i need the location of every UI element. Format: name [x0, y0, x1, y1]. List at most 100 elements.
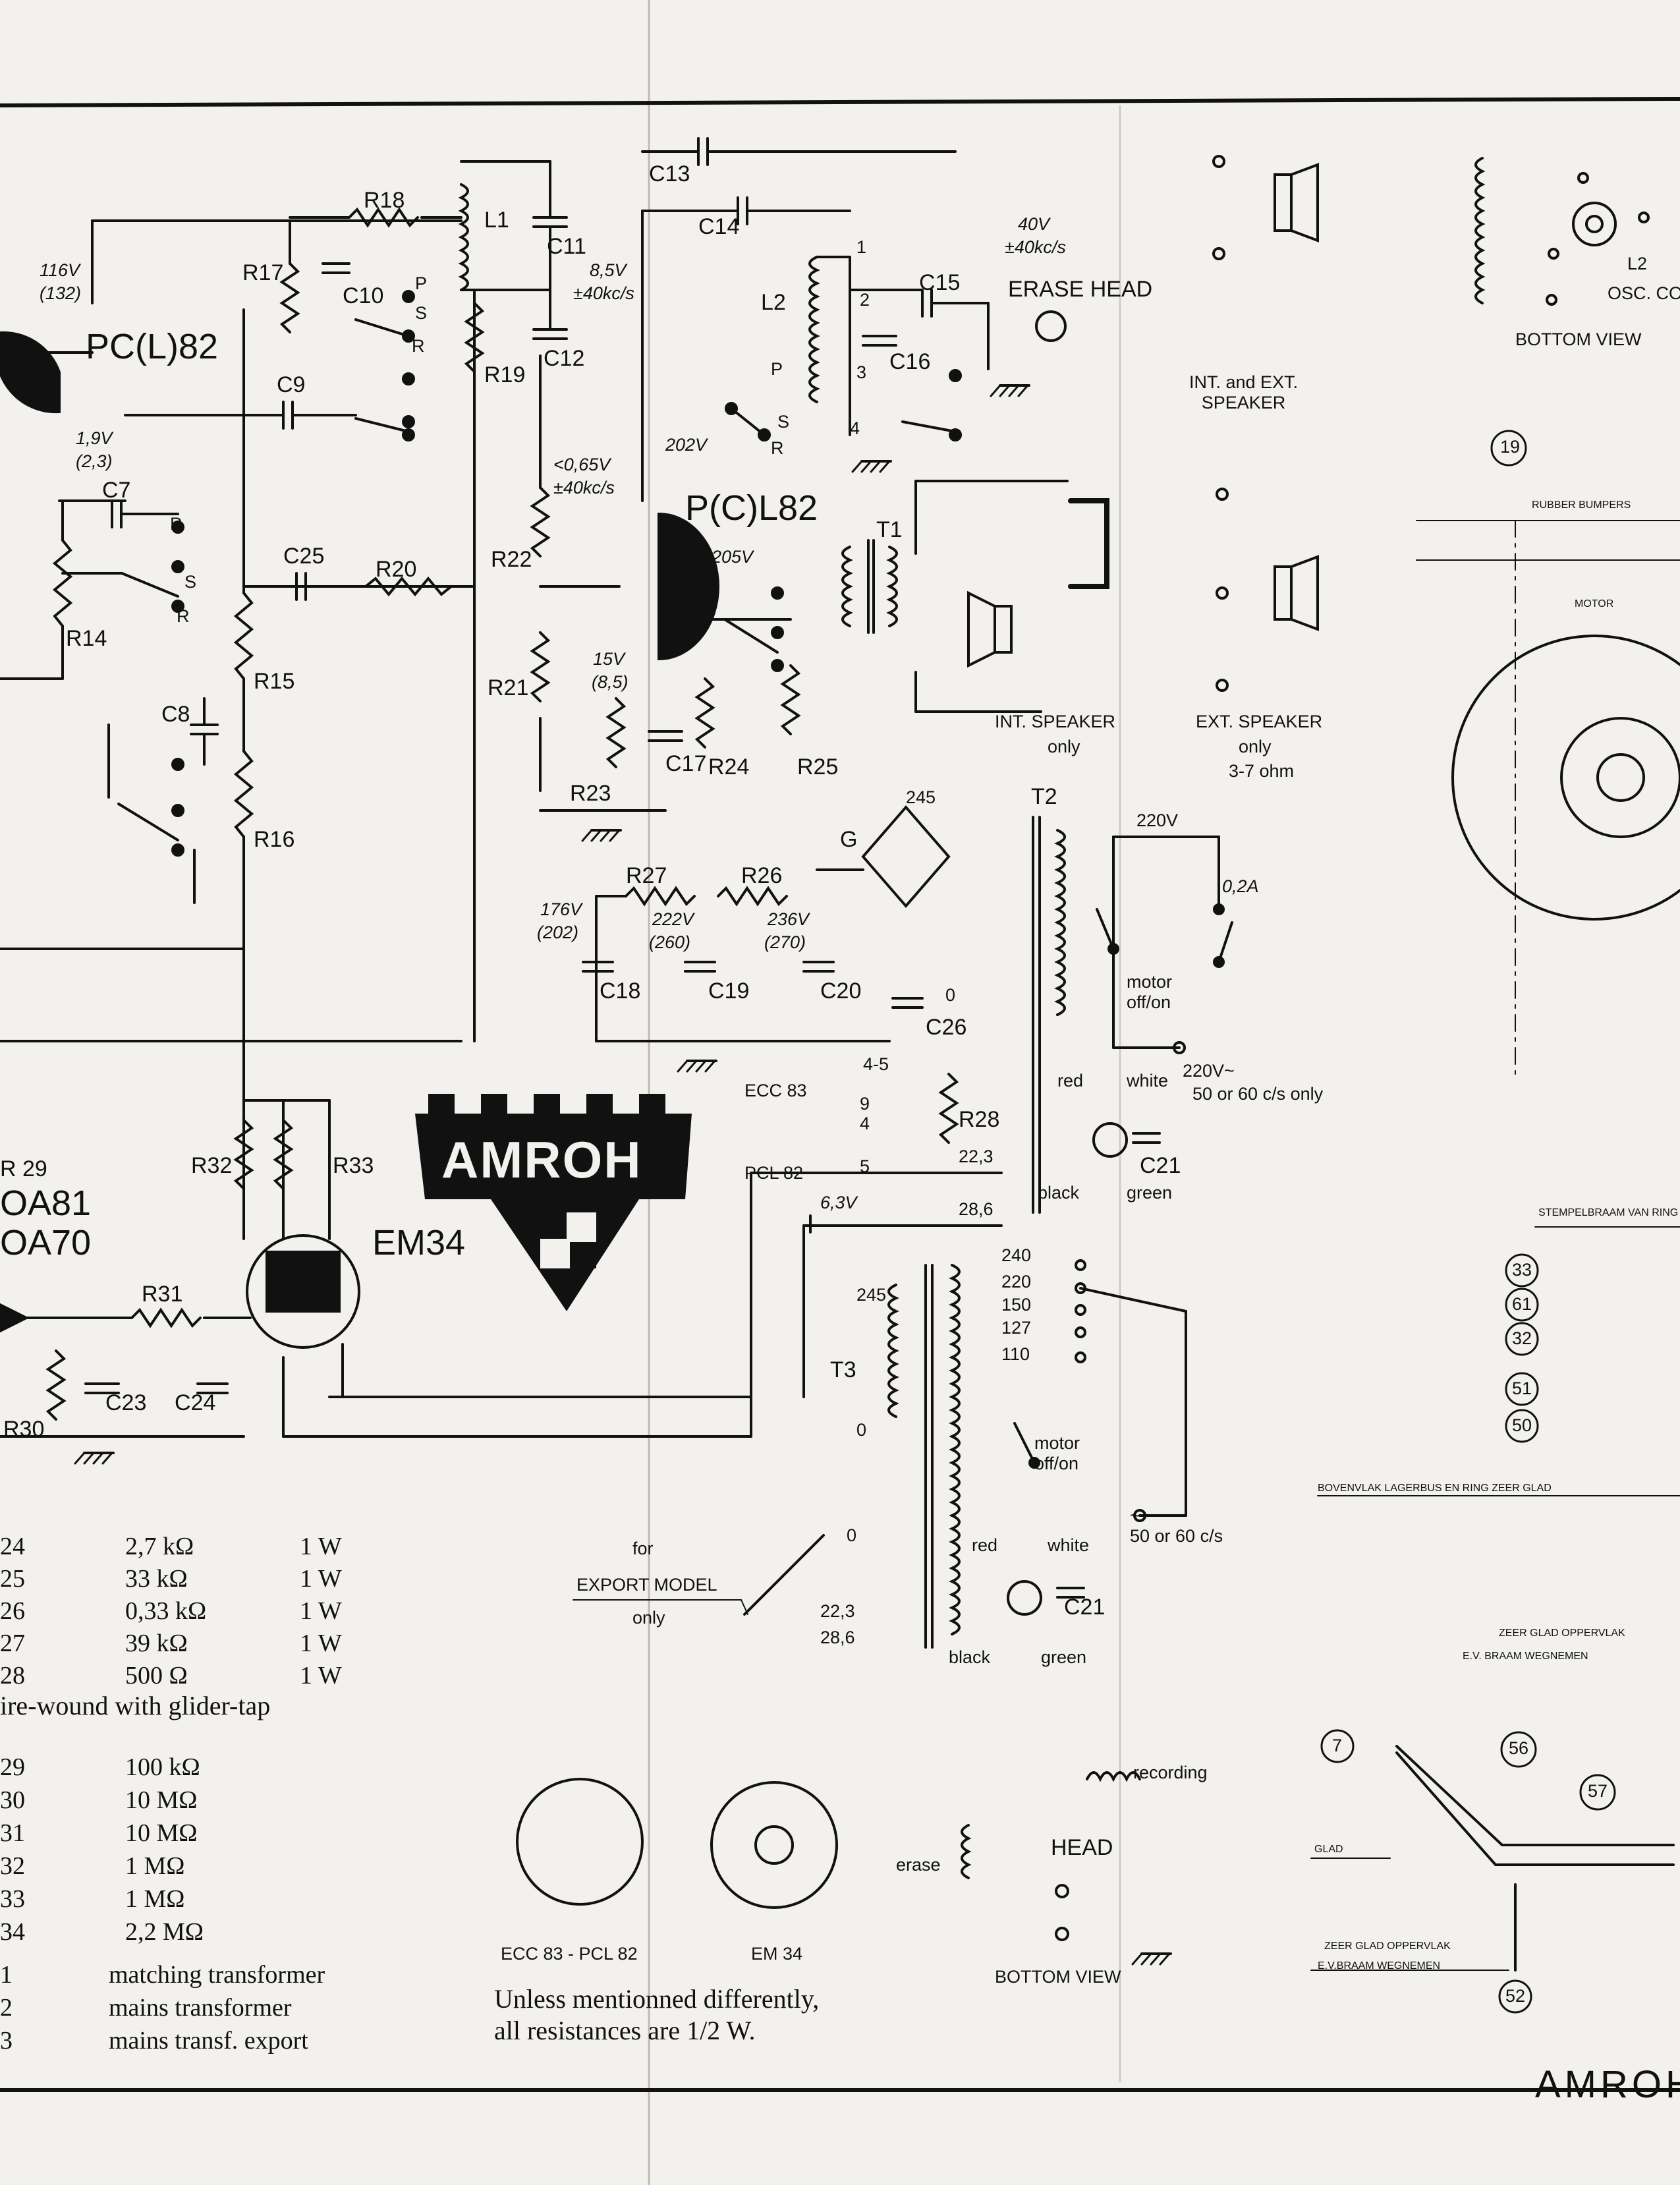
export-for-label: for: [632, 1539, 654, 1558]
switch-letter-s: S: [184, 572, 197, 592]
motor-symbol: [1007, 1580, 1042, 1616]
parts-row-cell: 0,33 kΩ: [125, 1597, 207, 1625]
diode-label-b: OA70: [0, 1223, 92, 1263]
c19-label: C19: [708, 979, 750, 1004]
r25-label: R25: [797, 754, 839, 780]
terminal: [1212, 247, 1225, 260]
l2-coil: [808, 256, 820, 403]
parts-row-cell: 33 kΩ: [125, 1565, 188, 1593]
parts-row-cell: 28: [0, 1662, 25, 1689]
tap-terminal: [1075, 1351, 1086, 1363]
t1-primary: [841, 546, 853, 627]
osc-l2-label: L2: [1627, 254, 1648, 273]
socket-label-em34: EM 34: [751, 1944, 803, 1964]
terminal: [1216, 488, 1229, 501]
osc-pin: [1546, 294, 1557, 306]
t1-secondary: [886, 546, 898, 627]
r30-label: R30: [3, 1417, 45, 1442]
top-border: [0, 97, 1680, 107]
parts-row-cell: 1 W: [300, 1630, 342, 1657]
parts-row-cell: 1 W: [300, 1662, 342, 1689]
voltage-222: 222V: [652, 909, 694, 929]
glad-label: GLAD: [1314, 1844, 1343, 1855]
braam-label-a: E.V. BRAAM WEGNEMEN: [1463, 1651, 1588, 1662]
motor-switch-arm: [1096, 908, 1115, 950]
tube-label-em34: EM34: [372, 1223, 466, 1263]
t2-label: T2: [1031, 784, 1057, 809]
head-coil-recording: [1086, 1771, 1141, 1782]
callout-circle: [1505, 1409, 1539, 1443]
parts-note: ire-wound with glider-tap: [0, 1691, 271, 1720]
int-speaker-magnet: [994, 605, 1013, 654]
c13-label: C13: [649, 161, 690, 186]
switch-arm: [730, 407, 766, 436]
wire-green-label: green: [1127, 1183, 1173, 1203]
switch-letter-s: S: [415, 303, 428, 323]
callout-circle: [1505, 1288, 1539, 1322]
em34-electrode: [266, 1251, 341, 1313]
voltage-15: 15V: [593, 649, 625, 669]
export-only-label: only: [632, 1608, 665, 1628]
terminal: [1212, 155, 1225, 168]
r18-label: R18: [364, 188, 405, 213]
l2-pin-1: 1: [856, 237, 867, 257]
export-pointer: [743, 1534, 825, 1616]
r28-pot: [938, 1073, 959, 1144]
voltage-205: 205V: [712, 547, 754, 567]
parts-row-cell: 500 Ω: [125, 1662, 188, 1689]
switch-contact: [771, 586, 784, 600]
parts-row-cell: 1 W: [300, 1533, 342, 1560]
osc-pin: [1638, 212, 1650, 223]
callout-57: 57: [1588, 1781, 1608, 1801]
l2-pin-2: 2: [860, 290, 870, 310]
tap-28-6: 28,6: [959, 1199, 994, 1219]
c15-label: C15: [919, 270, 961, 295]
resistance-note: Unless mentionned differently, all resis…: [494, 1984, 820, 2045]
callout-circle: [1498, 1979, 1532, 2014]
motor-symbol: [1092, 1122, 1128, 1158]
int-ext-speaker-label: INT. and EXT. SPEAKER: [1189, 372, 1299, 412]
c21-label-a: C21: [1140, 1153, 1181, 1178]
parts-row-cell: 100 kΩ: [125, 1753, 200, 1781]
r16-label: R16: [254, 827, 295, 852]
t3-secondary: [949, 1264, 961, 1635]
r32-label: R32: [191, 1153, 233, 1178]
transformer-row-cell: 1: [0, 1961, 13, 1989]
switch-contact: [402, 290, 415, 303]
fuse-arm: [1218, 921, 1233, 963]
speaker-bracket: [1068, 498, 1109, 589]
zeer-glad-label-a: ZEER GLAD OPPERVLAK: [1499, 1628, 1625, 1639]
parts-row-cell: 30: [0, 1786, 25, 1814]
tap-245: 245: [906, 787, 936, 807]
transformer-row-cell: 2: [0, 1994, 13, 2022]
voltage-222b: (260): [649, 932, 691, 952]
head-coil-erase: [961, 1824, 972, 1879]
parts-row-cell: 29: [0, 1753, 25, 1781]
ecc83-filament-label: ECC 83: [744, 1081, 807, 1100]
voltage-40-freq: ±40kc/s: [1005, 237, 1066, 257]
r19-resistor: [464, 302, 485, 373]
callout-52: 52: [1505, 1986, 1526, 2006]
callout-32: 32: [1512, 1328, 1532, 1348]
voltage-85-freq: ±40kc/s: [573, 283, 634, 303]
lever-arm: [1395, 1751, 1675, 1866]
t3-wire-black: black: [949, 1647, 991, 1667]
int-ext-speaker-magnet: [1274, 173, 1293, 232]
ext-speaker-cone: [1290, 555, 1319, 631]
callout-19: 19: [1500, 437, 1521, 457]
mains-hz-label: 50 or 60 c/s only: [1192, 1084, 1324, 1104]
switch-contact: [171, 843, 184, 857]
t3-label: T3: [830, 1357, 856, 1382]
parts-row-cell: 10 MΩ: [125, 1786, 198, 1814]
voltage-23: (2,3): [76, 451, 113, 471]
wire-black-label: black: [1038, 1183, 1080, 1203]
voltage-132: (132): [40, 283, 82, 303]
t3-22-3: 22,3: [820, 1601, 855, 1621]
callout-circle: [1505, 1322, 1539, 1356]
c12-label: C12: [544, 346, 585, 371]
socket-label-ecc83: ECC 83 - PCL 82: [501, 1944, 638, 1964]
osc-coil-core-inner: [1585, 215, 1604, 233]
braam-label-b: E.V.BRAAM WEGNEMEN: [1318, 1960, 1441, 1972]
r29-label: R 29: [0, 1156, 47, 1181]
c16-label: C16: [889, 349, 931, 374]
